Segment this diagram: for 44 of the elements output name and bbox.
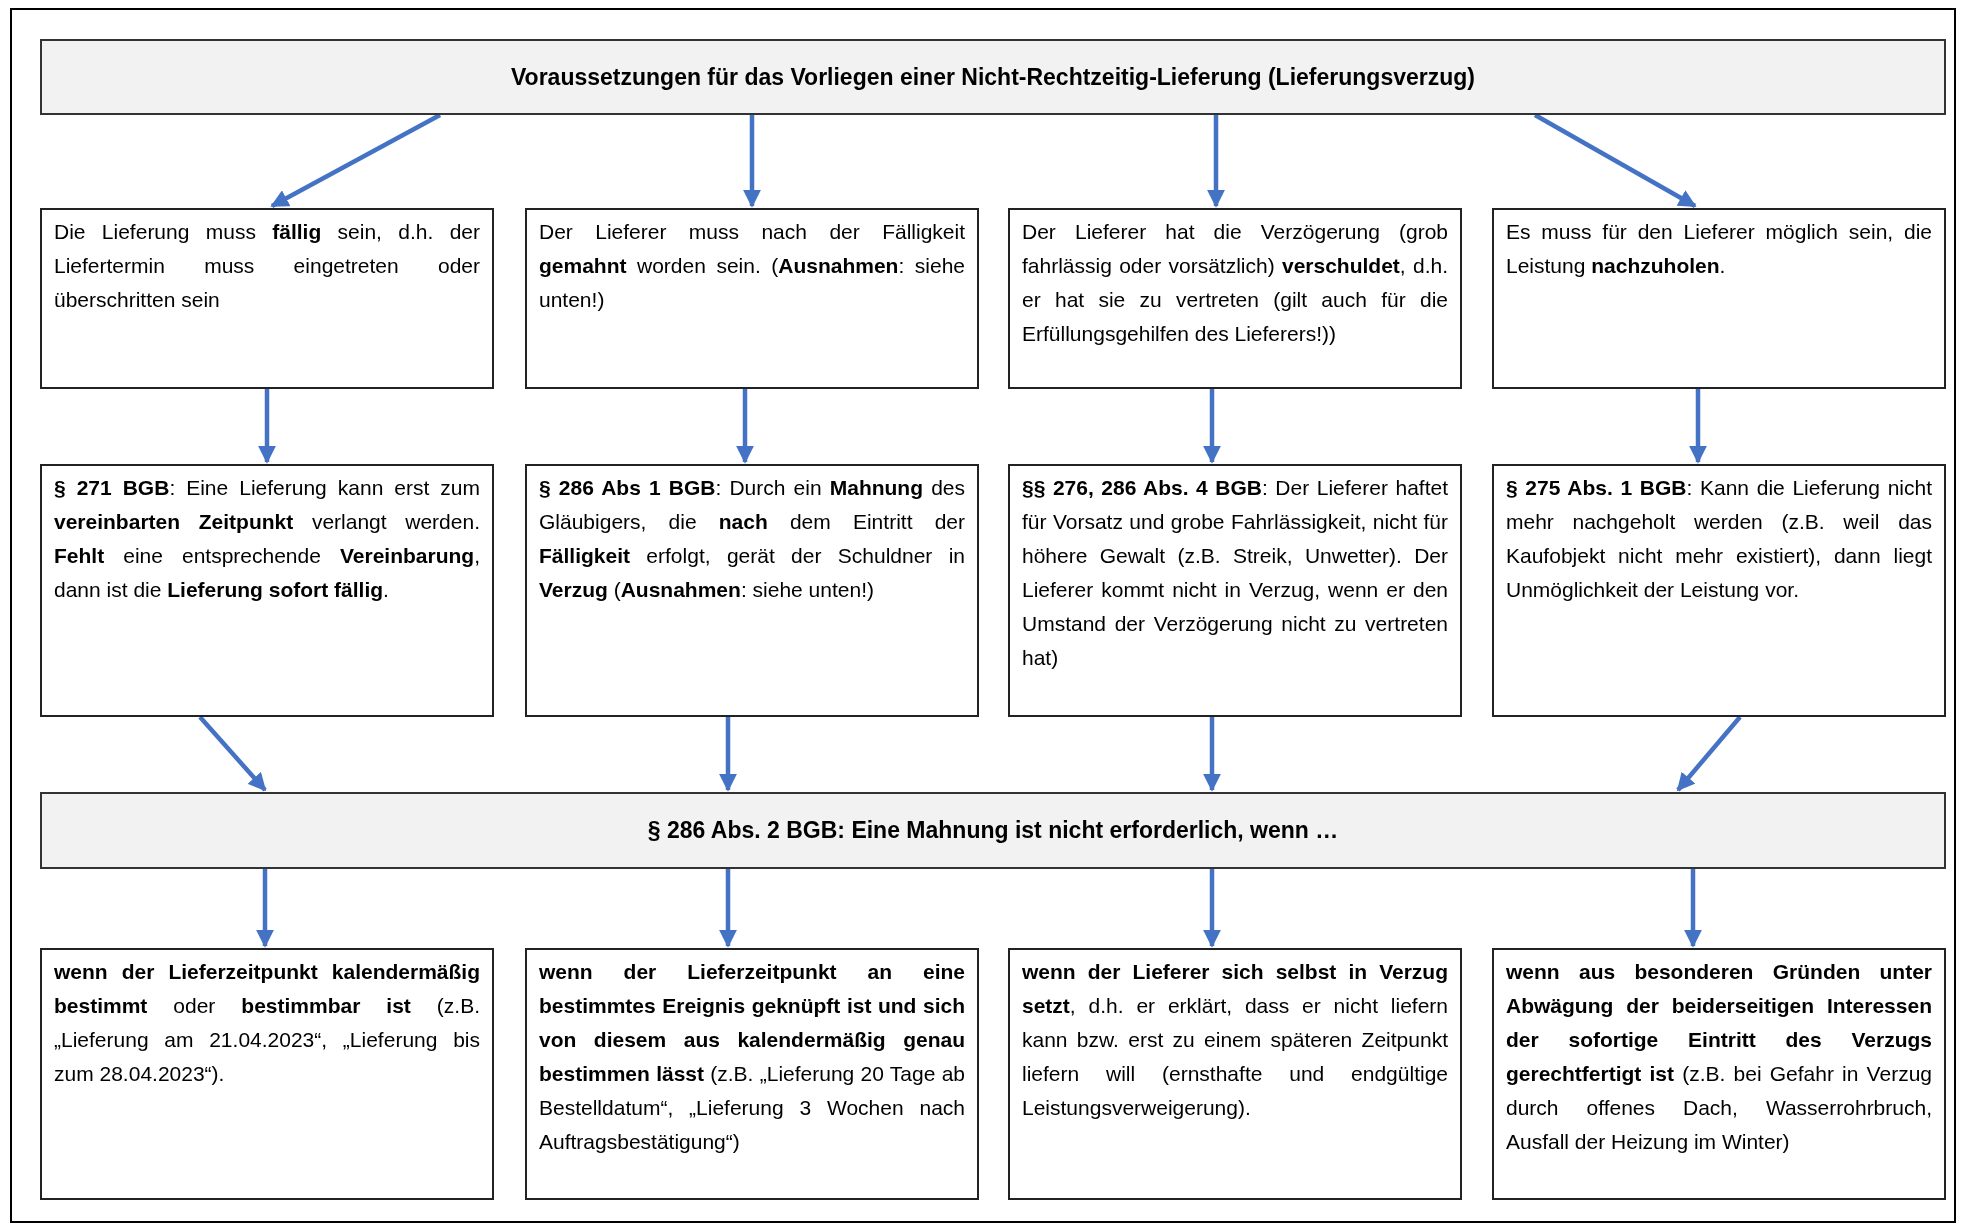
- arrow: [1203, 389, 1221, 464]
- arrow: [1203, 717, 1221, 792]
- text-box: [1008, 208, 1462, 389]
- arrow: [743, 115, 761, 208]
- arrow: [1203, 869, 1221, 948]
- heading-text: § 286 Abs. 2 BGB: Eine Mahnung ist nicht erforderlich, wenn …: [647, 816, 1339, 846]
- text-box: [40, 948, 494, 1200]
- body-text: Es muss für den Lieferer möglich sein, die Leistung nachzuholen.: [1506, 219, 1932, 279]
- text-box: [40, 208, 494, 389]
- arrow: [256, 869, 274, 948]
- heading-text: Voraussetzungen für das Vorliegen einer Nicht-Rechtzeitig-Lieferung (Lieferungsverzug): [511, 62, 1475, 92]
- body-text: § 275 Abs. 1 BGB: Kann die Lieferung nicht mehr nachgeholt werden (z.B. weil das Kaufobjekt nicht mehr existiert), dann liegt Unmöglichkeit der Leistung vor.: [1506, 475, 1932, 603]
- body-text: § 286 Abs 1 BGB: Durch ein Mahnung des Gläubigers, die nach dem Eintritt der Fälligkeit erfolgt, gerät der Schuldner in Verzug (Ausnahmen: siehe unten!): [539, 475, 965, 603]
- arrow: [719, 717, 737, 792]
- arrow: [198, 715, 267, 792]
- body-text: §§ 276, 286 Abs. 4 BGB: Der Lieferer haftet für Vorsatz und grobe Fahrlässigkeit, nicht für höhere Gewalt (z.B. Streik, Unwetter). Der Lieferer kommt nicht in Verzug, wenn er den Umstand der Verzögerung nicht zu vertreten hat): [1022, 475, 1448, 671]
- body-text: § 271 BGB: Eine Lieferung kann erst zum vereinbarten Zeitpunkt verlangt werden. Fehlt eine entsprechende Vereinbarung, dann ist die Lieferung sofort fällig.: [54, 475, 480, 603]
- text-box: [40, 464, 494, 717]
- body-text: wenn der Lieferer sich selbst in Verzug setzt, d.h. er erklärt, dass er nicht liefern kann bzw. erst zu einem späteren Zeitpunkt liefern will (ernsthafte und endgültige Leistungsverweigerung).: [1022, 959, 1448, 1121]
- text-box: [1492, 208, 1946, 389]
- heading-bar: [40, 792, 1946, 869]
- body-text: wenn der Lieferzeitpunkt kalendermäßig bestimmt oder bestimmbar ist (z.B. „Lieferung am 21.04.2023“, „Lieferung bis zum 28.04.2023“).: [54, 959, 480, 1087]
- arrow: [1533, 113, 1697, 208]
- body-text: Der Lieferer hat die Verzögerung (grob fahrlässig oder vorsätzlich) verschuldet, d.h. er hat sie zu vertreten (gilt auch für die Erfüllungsgehilfen des Lieferers!)): [1022, 219, 1448, 347]
- body-text: wenn aus besonderen Gründen unter Abwägung der beiderseitigen Interessen der sofortige Eintritt des Verzugs gerechtfertigt ist (z.B. bei Gefahr in Verzug durch offenes Dach, Wasserrohrbruch, Ausfall der Heizung im Winter): [1506, 959, 1932, 1155]
- body-text: Die Lieferung muss fällig sein, d.h. der Liefertermin muss eingetreten oder überschritten sein: [54, 219, 480, 313]
- arrow: [1689, 389, 1707, 464]
- arrow: [719, 869, 737, 948]
- text-box: [1008, 948, 1462, 1200]
- text-box: [1492, 948, 1946, 1200]
- text-box: [525, 948, 979, 1200]
- arrow: [270, 113, 442, 208]
- text-box: [1008, 464, 1462, 717]
- arrow: [1676, 715, 1742, 792]
- arrow: [1207, 115, 1225, 208]
- heading-bar: [40, 39, 1946, 115]
- body-text: wenn der Lieferzeitpunkt an eine bestimmtes Ereignis geknüpft ist und sich von diesem aus kalendermäßig genau bestimmen lässt (z.B. „Lieferung 20 Tage ab Bestelldatum“, „Lieferung 3 Wochen nach Auftragsbestätigung“): [539, 959, 965, 1155]
- text-box: [525, 464, 979, 717]
- arrow: [736, 389, 754, 464]
- arrow: [258, 389, 276, 464]
- body-text: Der Lieferer muss nach der Fälligkeit gemahnt worden sein. (Ausnahmen: siehe unten!): [539, 219, 965, 313]
- arrow: [1684, 869, 1702, 948]
- text-box: [1492, 464, 1946, 717]
- text-box: [525, 208, 979, 389]
